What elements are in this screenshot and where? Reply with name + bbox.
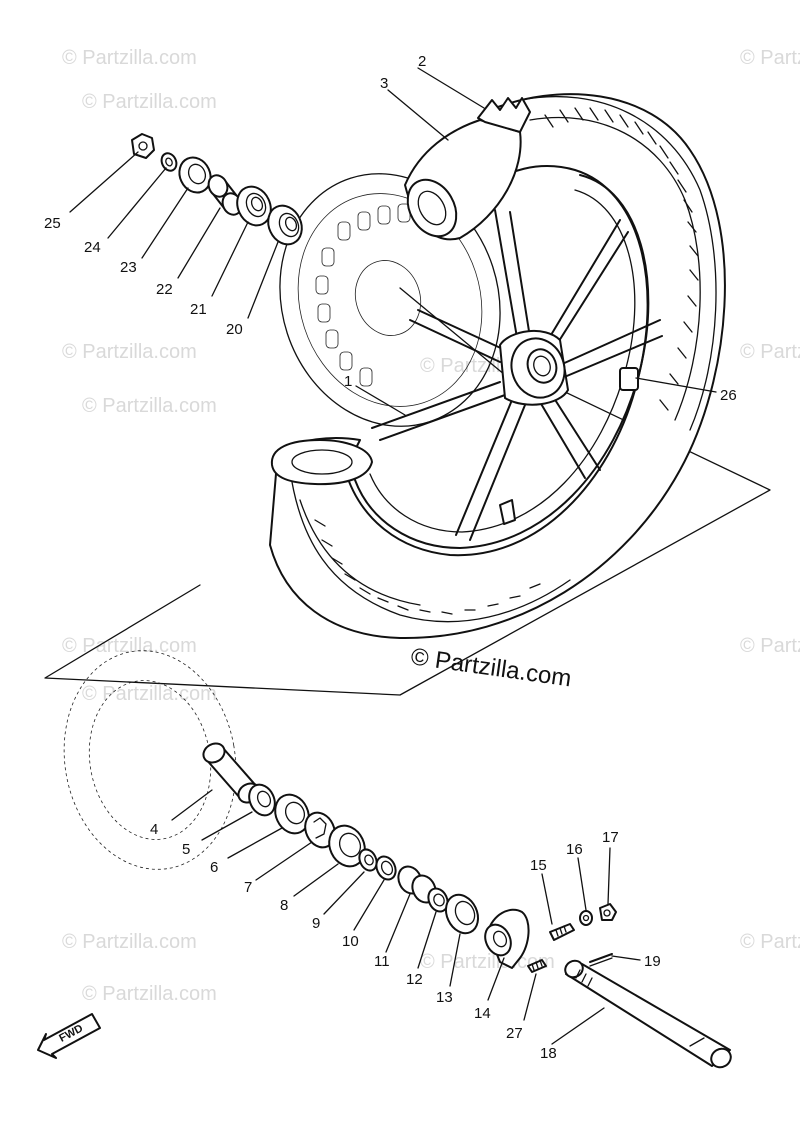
part-21-bearing: [236, 185, 272, 227]
callout-label: 1: [344, 373, 352, 390]
watermark-text: © Partzilla.com: [82, 683, 217, 705]
watermark-text: © Partzilla.com: [740, 635, 800, 657]
callout-label: 11: [374, 953, 390, 970]
callout-label: 8: [280, 897, 288, 914]
callout-label: 15: [530, 857, 547, 874]
part-8-oil-seal: [328, 824, 366, 868]
wheel-assembly: [269, 93, 726, 640]
watermark-text: © Partzilla.com: [82, 983, 217, 1005]
hub-centerline-box: [44, 379, 771, 696]
part-5-bearing: [248, 783, 276, 817]
callout-label: 2: [418, 53, 426, 70]
callout-label: 24: [84, 239, 101, 256]
callout-label: 6: [210, 859, 218, 876]
callout-label: 25: [44, 215, 61, 232]
part-23-oil-seal: [178, 156, 212, 194]
part-19-cotter-pin: [589, 953, 613, 967]
watermark-text: © Partzilla.com: [82, 395, 217, 417]
callout-label: 5: [182, 841, 190, 858]
right-hub-parts: [202, 742, 732, 1069]
callout-label: 9: [312, 915, 320, 932]
callout-label: 16: [566, 841, 583, 858]
watermark-text: © Partzilla.com: [82, 91, 217, 113]
callout-label: 12: [406, 971, 423, 988]
watermark-text: © Partzilla.com: [62, 341, 197, 363]
callout-label: 3: [380, 75, 388, 92]
part-17-nut: [599, 903, 617, 921]
forward-direction-arrow: FWD: [37, 1013, 101, 1059]
part-14-gear-housing: [484, 908, 530, 969]
part-27-pin: [527, 959, 547, 973]
callout-label: 14: [474, 1005, 491, 1022]
wheel-hub: [499, 329, 569, 406]
callout-label: 20: [226, 321, 243, 338]
balance-weight: [619, 367, 639, 391]
part-13-oil-seal: [444, 893, 480, 935]
part-20-bearing: [267, 204, 303, 246]
watermark-text: © Partzilla.com: [62, 47, 197, 69]
copyright-text: © Partzilla.com: [409, 643, 573, 692]
part-18-axle: [564, 959, 732, 1069]
part-9-washer: [358, 848, 378, 872]
part-10-circlip: [375, 855, 397, 881]
callout-label: 19: [644, 953, 661, 970]
watermark-text: © Partzilla.com: [62, 931, 197, 953]
callout-label: 21: [190, 301, 207, 318]
callout-label: 7: [244, 879, 252, 896]
watermark-text: © Partzilla.com: [62, 635, 197, 657]
watermark-text: © Partzilla.com: [740, 47, 800, 69]
part-12-washer: [427, 887, 449, 913]
tire-tread: [289, 96, 717, 623]
callout-label: 26: [720, 387, 737, 404]
rim-outline: [354, 174, 650, 549]
part-24-washer: [160, 152, 178, 172]
leader-lines: [69, 67, 717, 1045]
watermark-text: © Partzilla.com: [740, 341, 800, 363]
callout-label: 22: [156, 281, 173, 298]
tire-section-top: [477, 97, 531, 133]
part-7-retainer: [304, 811, 336, 849]
callout-label: 10: [342, 933, 359, 950]
callout-label: 13: [436, 989, 453, 1006]
part-15-bolt: [549, 923, 575, 941]
callout-labels: 2 3 25 24 23 22 21 20 1 26 4 5 6 7 8 9 1…: [44, 53, 737, 1062]
tube-section: [406, 178, 458, 238]
axle-centerline: [399, 287, 506, 376]
part-16-washer: [579, 910, 593, 926]
projection-lines: [44, 287, 771, 696]
callout-label: 4: [150, 821, 158, 838]
valve-stem: [499, 499, 516, 525]
watermark-text: © Partzilla.com: [740, 931, 800, 953]
callout-label: 27: [506, 1025, 523, 1042]
callout-label: 17: [602, 829, 619, 846]
callout-label: 23: [120, 259, 137, 276]
tire-section-bottom: [270, 439, 373, 486]
part-6-bearing: [274, 793, 310, 835]
wheel-spokes: [371, 209, 663, 541]
callout-label: 18: [540, 1045, 557, 1062]
